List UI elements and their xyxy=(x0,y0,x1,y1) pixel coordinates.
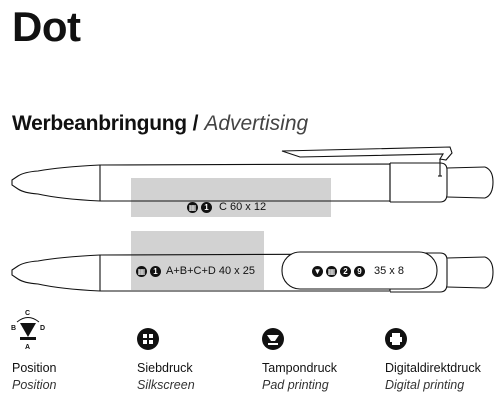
pen-side-view xyxy=(11,231,494,293)
position-b: B xyxy=(11,325,17,332)
print-area-1-label: ▦ 1 C 60 x 12 xyxy=(187,200,266,214)
print-area-2-text: A+B+C+D 40 x 25 xyxy=(166,265,255,277)
print-area-2 xyxy=(131,231,264,290)
pad-printing-icon xyxy=(262,328,284,350)
legend-pad-printing-en: Pad printing xyxy=(262,378,329,392)
print-area-1-text: C 60 x 12 xyxy=(219,201,267,213)
silkscreen-icon: ▦ xyxy=(136,265,147,277)
position-c: C xyxy=(25,310,31,317)
print-area-2-label: ▦ 1 A+B+C+D 40 x 25 xyxy=(136,264,255,278)
heading-separator: / xyxy=(192,112,199,135)
pad-printing-icon: 1 xyxy=(201,201,212,213)
pad-printing-icon: 1 xyxy=(150,265,161,277)
print-area-3-label: ▼ ▦ 2 9 35 x 8 xyxy=(312,264,404,278)
legend-digital-printing-en: Digital printing xyxy=(385,378,465,392)
product-title: Dot xyxy=(12,3,81,50)
pen-top-view xyxy=(11,146,494,217)
legend-silkscreen: Siebdruck Silkscreen xyxy=(137,360,195,394)
advertising-heading: Werbeanbringung / Advertising xyxy=(12,110,308,138)
legend-silkscreen-de: Siebdruck xyxy=(137,361,193,375)
legend-digital-printing-de: Digitaldirektdruck xyxy=(385,361,481,375)
position-marker xyxy=(16,317,40,340)
digital-printing-icon: 2 xyxy=(340,265,351,277)
heading-english: Advertising xyxy=(204,112,309,135)
print-area-3-text: 35 x 8 xyxy=(374,265,404,277)
digital-printing-icon: 9 xyxy=(354,265,365,277)
legend-digital-printing: Digitaldirektdruck Digital printing xyxy=(385,360,481,394)
pad-printing-icon: ▼ xyxy=(312,265,323,277)
silkscreen-icon: ▦ xyxy=(326,265,337,277)
legend-pad-printing-de: Tampondruck xyxy=(262,361,338,375)
legend-silkscreen-en: Silkscreen xyxy=(137,378,195,392)
digital-printing-icon xyxy=(385,328,407,350)
position-a: A xyxy=(25,344,31,351)
position-d: D xyxy=(40,325,46,332)
print-area-1 xyxy=(131,178,331,217)
legend-position-en: Position xyxy=(12,378,57,392)
silkscreen-icon xyxy=(137,328,159,350)
legend-position-de: Position xyxy=(12,361,57,375)
silkscreen-icon: ▦ xyxy=(187,201,198,213)
heading-german: Werbeanbringung xyxy=(12,112,187,135)
legend-pad-printing: Tampondruck Pad printing xyxy=(262,360,337,394)
legend-position: Position Position xyxy=(12,360,56,394)
